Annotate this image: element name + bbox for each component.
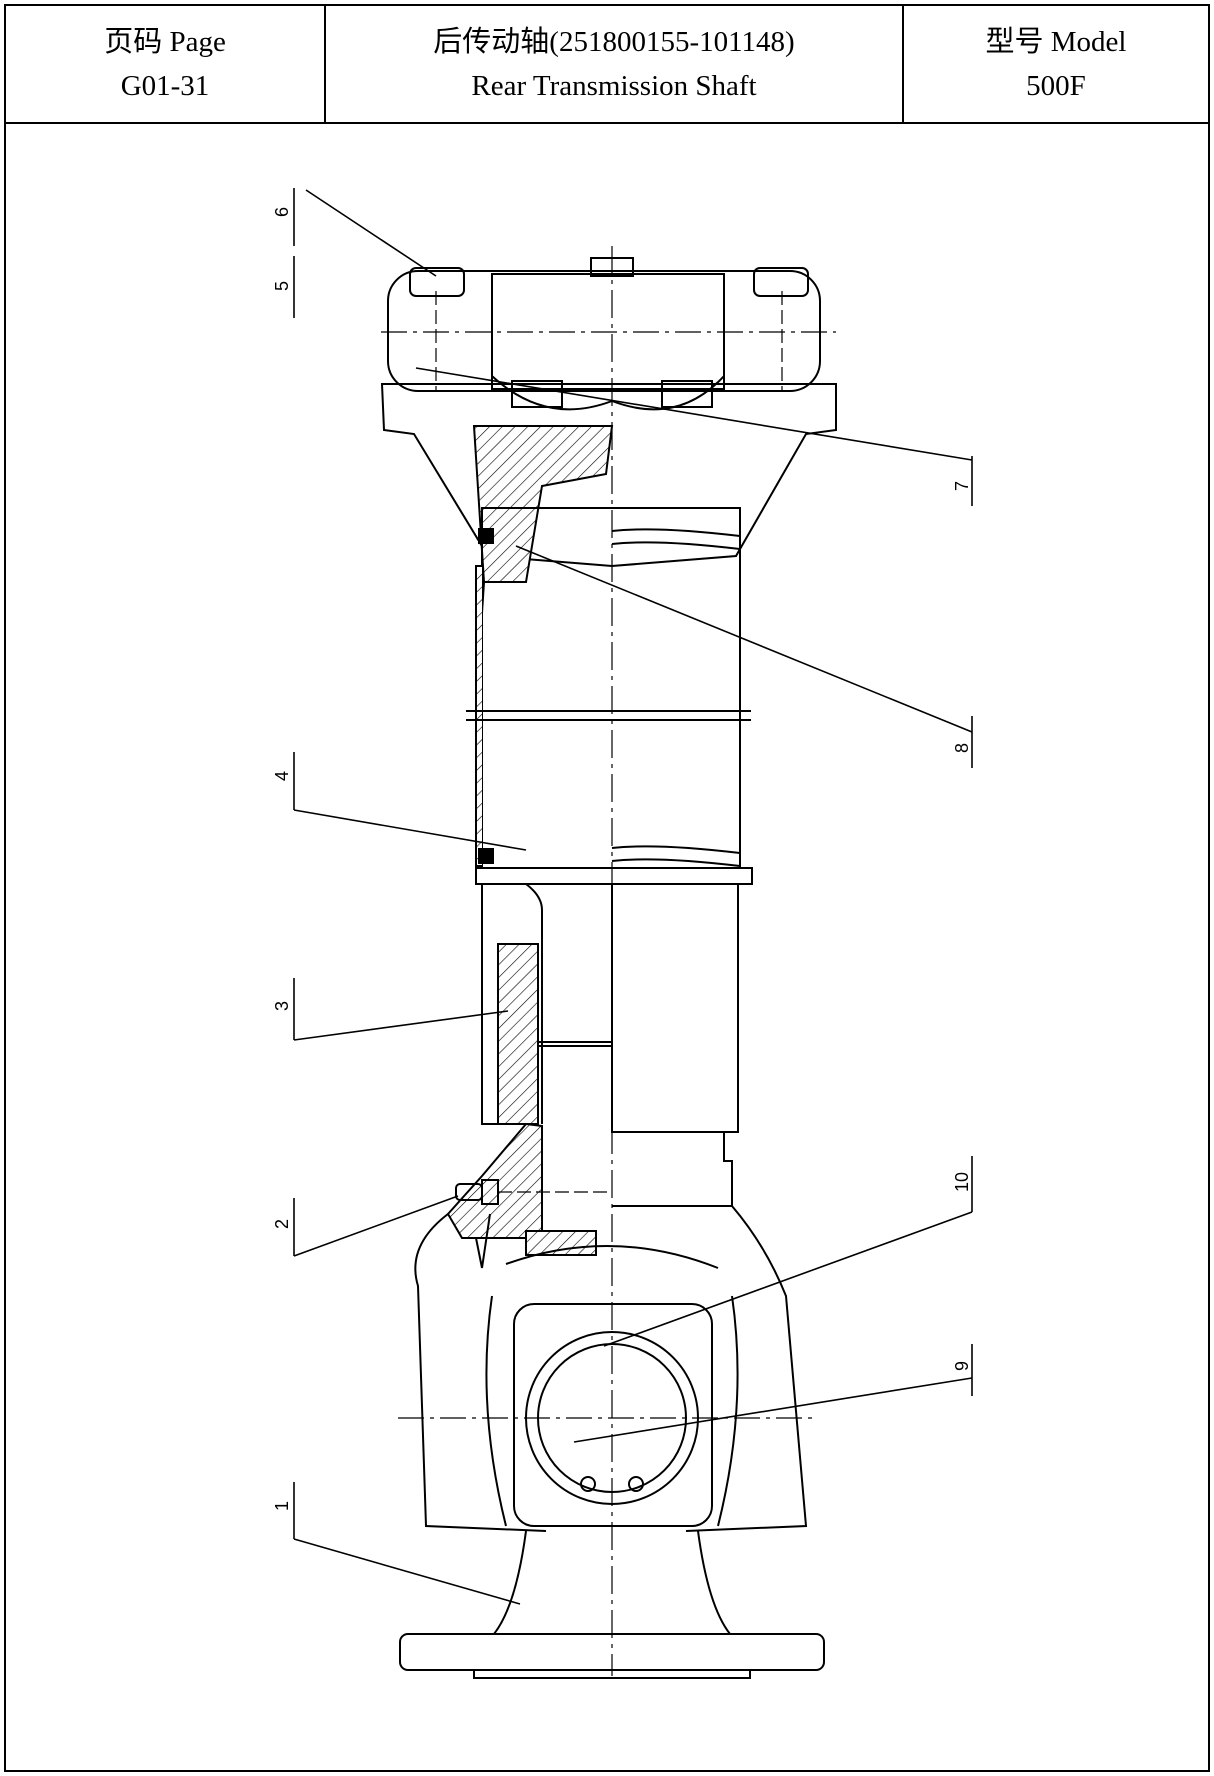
slip-joint xyxy=(475,867,753,1207)
top-flange-section xyxy=(472,425,614,583)
callout-10: 10 xyxy=(952,1172,972,1192)
model-number: 500F xyxy=(1026,70,1086,102)
page-label: 页码 Page xyxy=(104,26,226,58)
shaft-drawing: 6 5 7 8 4 3 2 10 9 1 xyxy=(272,188,973,1679)
callout-8: 8 xyxy=(952,743,972,753)
callout-5: 5 xyxy=(272,281,292,291)
model-label: 型号 Model xyxy=(985,26,1127,58)
page-cell: 页码 Page G01-31 xyxy=(6,6,326,122)
model-cell: 型号 Model 500F xyxy=(904,6,1208,122)
drawing-sheet: 页码 Page G01-31 后传动轴(251800155-101148) Re… xyxy=(4,4,1210,1772)
page-number: G01-31 xyxy=(120,70,210,102)
title-block: 页码 Page G01-31 后传动轴(251800155-101148) Re… xyxy=(6,6,1208,124)
callout-6: 6 xyxy=(272,207,292,217)
callout-3: 3 xyxy=(272,1001,292,1011)
callout-7: 7 xyxy=(952,481,972,491)
weld-marker-bottom xyxy=(478,848,494,864)
weld-marker-top xyxy=(478,528,494,544)
bottom-flange xyxy=(399,1530,825,1679)
callout-9: 9 xyxy=(952,1361,972,1371)
callout-2: 2 xyxy=(272,1219,292,1229)
callout-1: 1 xyxy=(272,1501,292,1511)
title-cell: 后传动轴(251800155-101148) Rear Transmission… xyxy=(326,6,904,122)
top-yoke xyxy=(380,257,837,568)
drawing-title-cn: 后传动轴(251800155-101148) xyxy=(433,26,795,58)
callout-4: 4 xyxy=(272,771,292,781)
lower-yoke xyxy=(398,1122,816,1532)
grease-nipple xyxy=(455,1179,612,1205)
drawing-title-en: Rear Transmission Shaft xyxy=(471,70,757,102)
